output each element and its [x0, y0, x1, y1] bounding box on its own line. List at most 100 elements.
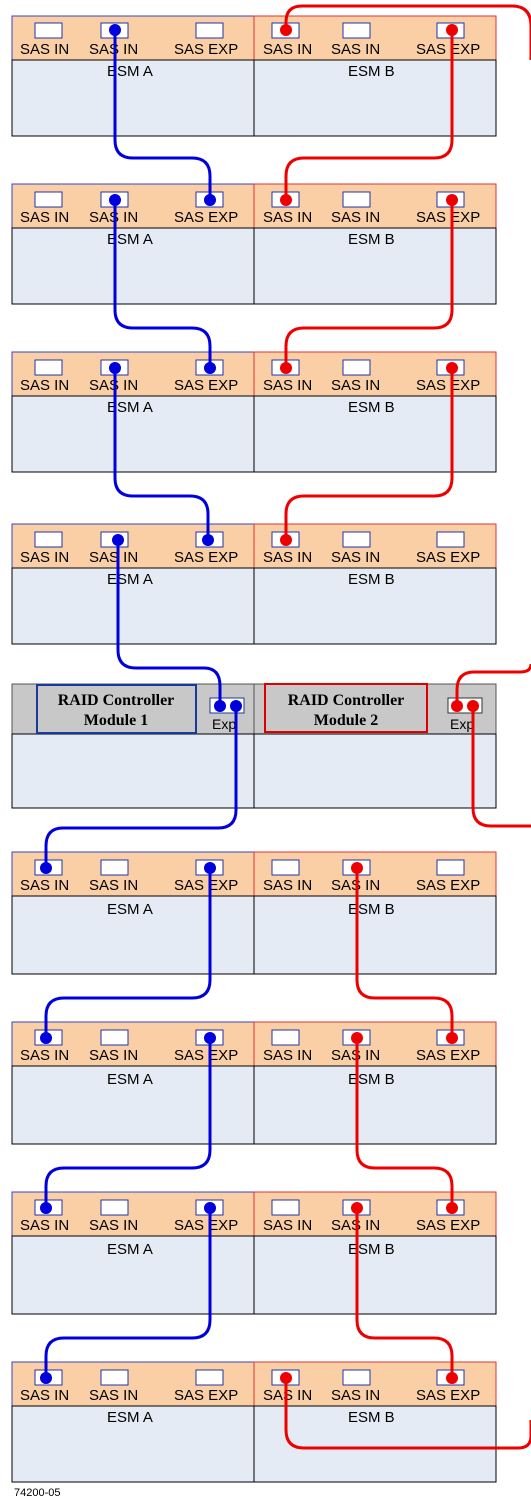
cable-connector: [467, 700, 479, 712]
sas-in-port[interactable]: [342, 191, 371, 208]
blue-cable: [44, 1038, 212, 1208]
cable-connector: [351, 1032, 363, 1044]
sas-in-port[interactable]: [342, 1369, 371, 1386]
sas-in-port[interactable]: [100, 859, 129, 876]
blue-connectors: [40, 24, 242, 1384]
esm-a-label: ESM A: [107, 63, 153, 80]
cable-connector: [204, 1032, 216, 1044]
figure-id: 74200-05: [14, 1487, 61, 1499]
blue-cable: [44, 868, 212, 1038]
red-cable: [471, 706, 531, 828]
sas-exp-port[interactable]: [436, 531, 465, 548]
sas-in-port[interactable]: [100, 1369, 129, 1386]
esm-a-body: [11, 895, 255, 975]
red-connectors: [280, 24, 479, 1384]
red-cable: [355, 1208, 454, 1378]
esm-a-body: [11, 227, 255, 305]
cable-connector: [214, 700, 226, 712]
esm-b-body: [253, 567, 497, 645]
sas-in-port[interactable]: [342, 359, 371, 376]
sas-in-port[interactable]: [271, 1029, 300, 1046]
sas-in-port[interactable]: [34, 531, 63, 548]
port-label: SAS IN: [331, 1387, 380, 1404]
blue-cable: [44, 706, 238, 868]
blue-cable: [113, 368, 210, 540]
red-cable: [355, 868, 454, 1038]
sas-exp-port[interactable]: [436, 859, 465, 876]
cable-connector: [40, 1202, 52, 1214]
port-label: SAS IN: [331, 377, 380, 394]
cable-connector: [280, 24, 292, 36]
port-label: SAS EXP: [174, 1047, 238, 1064]
port-label: SAS EXP: [174, 209, 238, 226]
cable-connector: [40, 862, 52, 874]
module-1-subtitle: Module 1: [84, 712, 148, 729]
port-label: SAS IN: [20, 549, 69, 566]
esm-a-label: ESM A: [107, 571, 153, 588]
red-cables: [284, 4, 531, 1450]
red-cable: [455, 663, 531, 706]
drive-tray-1: SAS IN SAS IN SAS EXP SAS IN SAS IN SAS …: [11, 15, 497, 137]
sas-in-port[interactable]: [34, 22, 63, 39]
cable-connector: [40, 1032, 52, 1044]
cable-connector: [446, 1372, 458, 1384]
drive-tray-4: SAS IN SAS IN SAS EXP SAS IN SAS IN SAS …: [11, 523, 497, 645]
esm-a-body: [11, 1065, 255, 1145]
esm-a-label: ESM A: [107, 231, 153, 248]
cable-connector: [280, 362, 292, 374]
cable-connector: [204, 362, 216, 374]
blue-cables: [44, 30, 238, 1378]
port-label: SAS IN: [263, 549, 312, 566]
sas-in-port[interactable]: [100, 1029, 129, 1046]
sas-in-port[interactable]: [34, 191, 63, 208]
sas-in-port[interactable]: [34, 359, 63, 376]
cable-connector: [446, 194, 458, 206]
sas-in-port[interactable]: [271, 859, 300, 876]
cable-connector: [109, 194, 121, 206]
port-label: SAS EXP: [174, 41, 238, 58]
esm-b-body: [253, 395, 497, 473]
port-label: SAS IN: [263, 377, 312, 394]
esm-b-label: ESM B: [348, 1409, 395, 1426]
port-label: SAS IN: [20, 41, 69, 58]
port-label: SAS IN: [89, 877, 138, 894]
port-label: SAS EXP: [416, 1047, 480, 1064]
port-label: SAS IN: [20, 877, 69, 894]
sas-in-port[interactable]: [342, 22, 371, 39]
controller-tray: RAID Controller Module 1 Exp RAID Contro…: [11, 683, 497, 809]
module-2-box: [264, 683, 428, 733]
sas-in-port[interactable]: [100, 1199, 129, 1216]
controller-a-body: [11, 733, 255, 809]
port-label: SAS IN: [20, 377, 69, 394]
drive-tray-2: SAS IN SAS IN SAS EXP SAS IN SAS IN SAS …: [11, 183, 497, 305]
port-label: SAS EXP: [416, 1217, 480, 1234]
port-label: SAS EXP: [174, 1217, 238, 1234]
port-label: SAS IN: [89, 549, 138, 566]
esm-b-label: ESM B: [348, 63, 395, 80]
drive-tray-8: SAS IN SAS IN SAS EXP SAS IN SAS IN SAS …: [11, 1361, 497, 1483]
esm-a-body: [11, 59, 255, 137]
red-cable: [284, 1378, 531, 1450]
cable-connector: [112, 534, 124, 546]
cable-connector: [451, 700, 463, 712]
sas-exp-port[interactable]: [195, 22, 224, 39]
module-2-subtitle: Module 2: [314, 712, 378, 729]
port-label: SAS EXP: [174, 377, 238, 394]
sas-in-port[interactable]: [271, 1199, 300, 1216]
cable-connector: [351, 862, 363, 874]
esm-a-label: ESM A: [107, 1241, 153, 1258]
esm-b-body: [253, 895, 497, 975]
port-label: SAS IN: [20, 1387, 69, 1404]
port-label: SAS IN: [89, 1217, 138, 1234]
blue-cable: [44, 1208, 212, 1378]
module-1-title: RAID Controller: [58, 692, 175, 709]
port-label: SAS IN: [263, 41, 312, 58]
cable-connector: [204, 862, 216, 874]
sas-exp-port[interactable]: [195, 1369, 224, 1386]
port-label: SAS EXP: [416, 209, 480, 226]
port-label: SAS EXP: [416, 1387, 480, 1404]
port-label: SAS IN: [263, 1387, 312, 1404]
blue-cable: [113, 200, 212, 368]
sas-in-port[interactable]: [342, 531, 371, 548]
